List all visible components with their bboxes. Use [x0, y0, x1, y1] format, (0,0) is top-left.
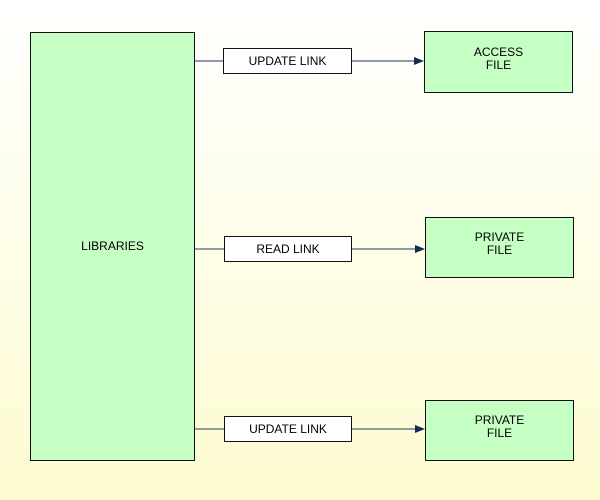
link-label-2: READ LINK: [256, 241, 320, 256]
file-label-3-line1: PRIVATE: [474, 412, 525, 427]
link-label-3: UPDATE LINK: [249, 421, 327, 436]
file-label-2-line1: PRIVATE: [474, 229, 525, 244]
libraries-box: LIBRARIES: [30, 32, 195, 461]
file-label-3-line2: FILE: [486, 425, 513, 440]
file-label-2-line2: FILE: [486, 242, 513, 257]
link-label-1: UPDATE LINK: [248, 53, 327, 68]
link-box-2: READ LINK: [224, 236, 352, 262]
file-label-1-line2: FILE: [485, 58, 512, 72]
file-box-3: PRIVATE FILE: [425, 400, 574, 461]
file-box-1: ACCESS FILE: [424, 31, 573, 93]
link-box-3: UPDATE LINK: [224, 416, 352, 442]
arrowhead-3: [415, 425, 425, 433]
arrowhead-1: [414, 57, 424, 65]
libraries-label: LIBRARIES: [81, 239, 144, 253]
arrowhead-2: [415, 245, 425, 253]
link-box-1: UPDATE LINK: [223, 48, 352, 74]
file-label-1-line1: ACCESS: [473, 45, 524, 59]
file-box-2: PRIVATE FILE: [425, 217, 574, 278]
file-label-1: ACCESS FILE: [474, 46, 523, 72]
file-label-2: PRIVATE FILE: [474, 229, 525, 257]
file-label-3: PRIVATE FILE: [474, 412, 525, 440]
